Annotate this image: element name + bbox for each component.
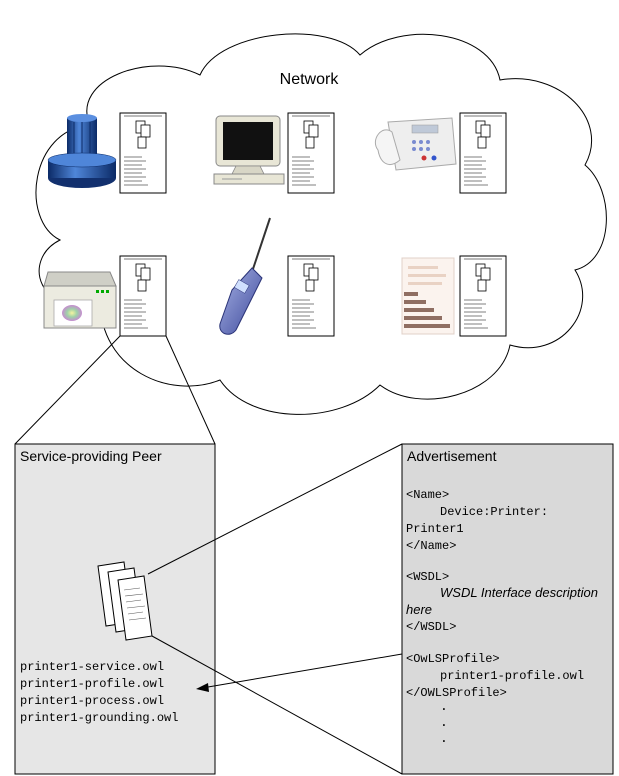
desktop-computer-icon	[213, 115, 285, 185]
network-label: Network	[280, 71, 340, 88]
advertisement-title: Advertisement	[407, 448, 497, 464]
fax-phone-icon	[374, 117, 457, 171]
mobile-phone-icon	[219, 217, 271, 335]
name-value: Printer1	[406, 522, 464, 536]
connector-line-right	[165, 335, 216, 445]
name-open-tag: <Name>	[406, 488, 449, 502]
service-doc-icon	[287, 255, 335, 337]
ellipsis-dot: .	[440, 715, 448, 730]
connector-line-doc-ad-bottom	[151, 635, 403, 775]
ellipsis-dot: .	[440, 699, 448, 714]
wsdl-close-tag: </WSDL>	[406, 620, 456, 634]
wsdl-description: here	[406, 602, 432, 617]
owl-file-name: printer1-profile.owl	[20, 677, 164, 691]
profile-reference-arrow	[196, 653, 403, 692]
advertisement-panel: Advertisement <Name> Device:Printer: Pri…	[401, 443, 614, 775]
owls-profile-value: printer1-profile.owl	[440, 669, 584, 683]
printer-icon	[43, 271, 117, 329]
connector-line-left	[14, 335, 121, 445]
owl-file-name: printer1-service.owl	[20, 660, 164, 674]
ellipsis-dot: .	[440, 731, 448, 746]
owl-files-icon	[97, 561, 153, 641]
owls-open-tag: <OwLSProfile>	[406, 652, 500, 666]
mainframe-icon	[47, 114, 117, 188]
name-value: Device:Printer:	[440, 505, 548, 519]
service-doc-icon	[459, 112, 507, 194]
peer-panel: Service-providing Peer printer1-service.…	[14, 443, 216, 775]
network-cloud	[35, 33, 607, 415]
owl-file-name: printer1-process.owl	[20, 694, 164, 708]
service-doc-icon	[119, 255, 167, 337]
service-doc-icon	[459, 255, 507, 337]
service-doc-icon	[287, 112, 335, 194]
wsdl-open-tag: <WSDL>	[406, 570, 449, 584]
wsdl-description: WSDL Interface description	[440, 585, 598, 600]
connector-line-doc-ad-top	[147, 443, 403, 575]
peer-panel-title: Service-providing Peer	[20, 448, 162, 464]
printed-document-icon	[401, 257, 455, 335]
owls-close-tag: </OWLSProfile>	[406, 686, 507, 700]
owl-file-name: printer1-grounding.owl	[20, 711, 178, 725]
name-close-tag: </Name>	[406, 539, 456, 553]
service-doc-icon	[119, 112, 167, 194]
